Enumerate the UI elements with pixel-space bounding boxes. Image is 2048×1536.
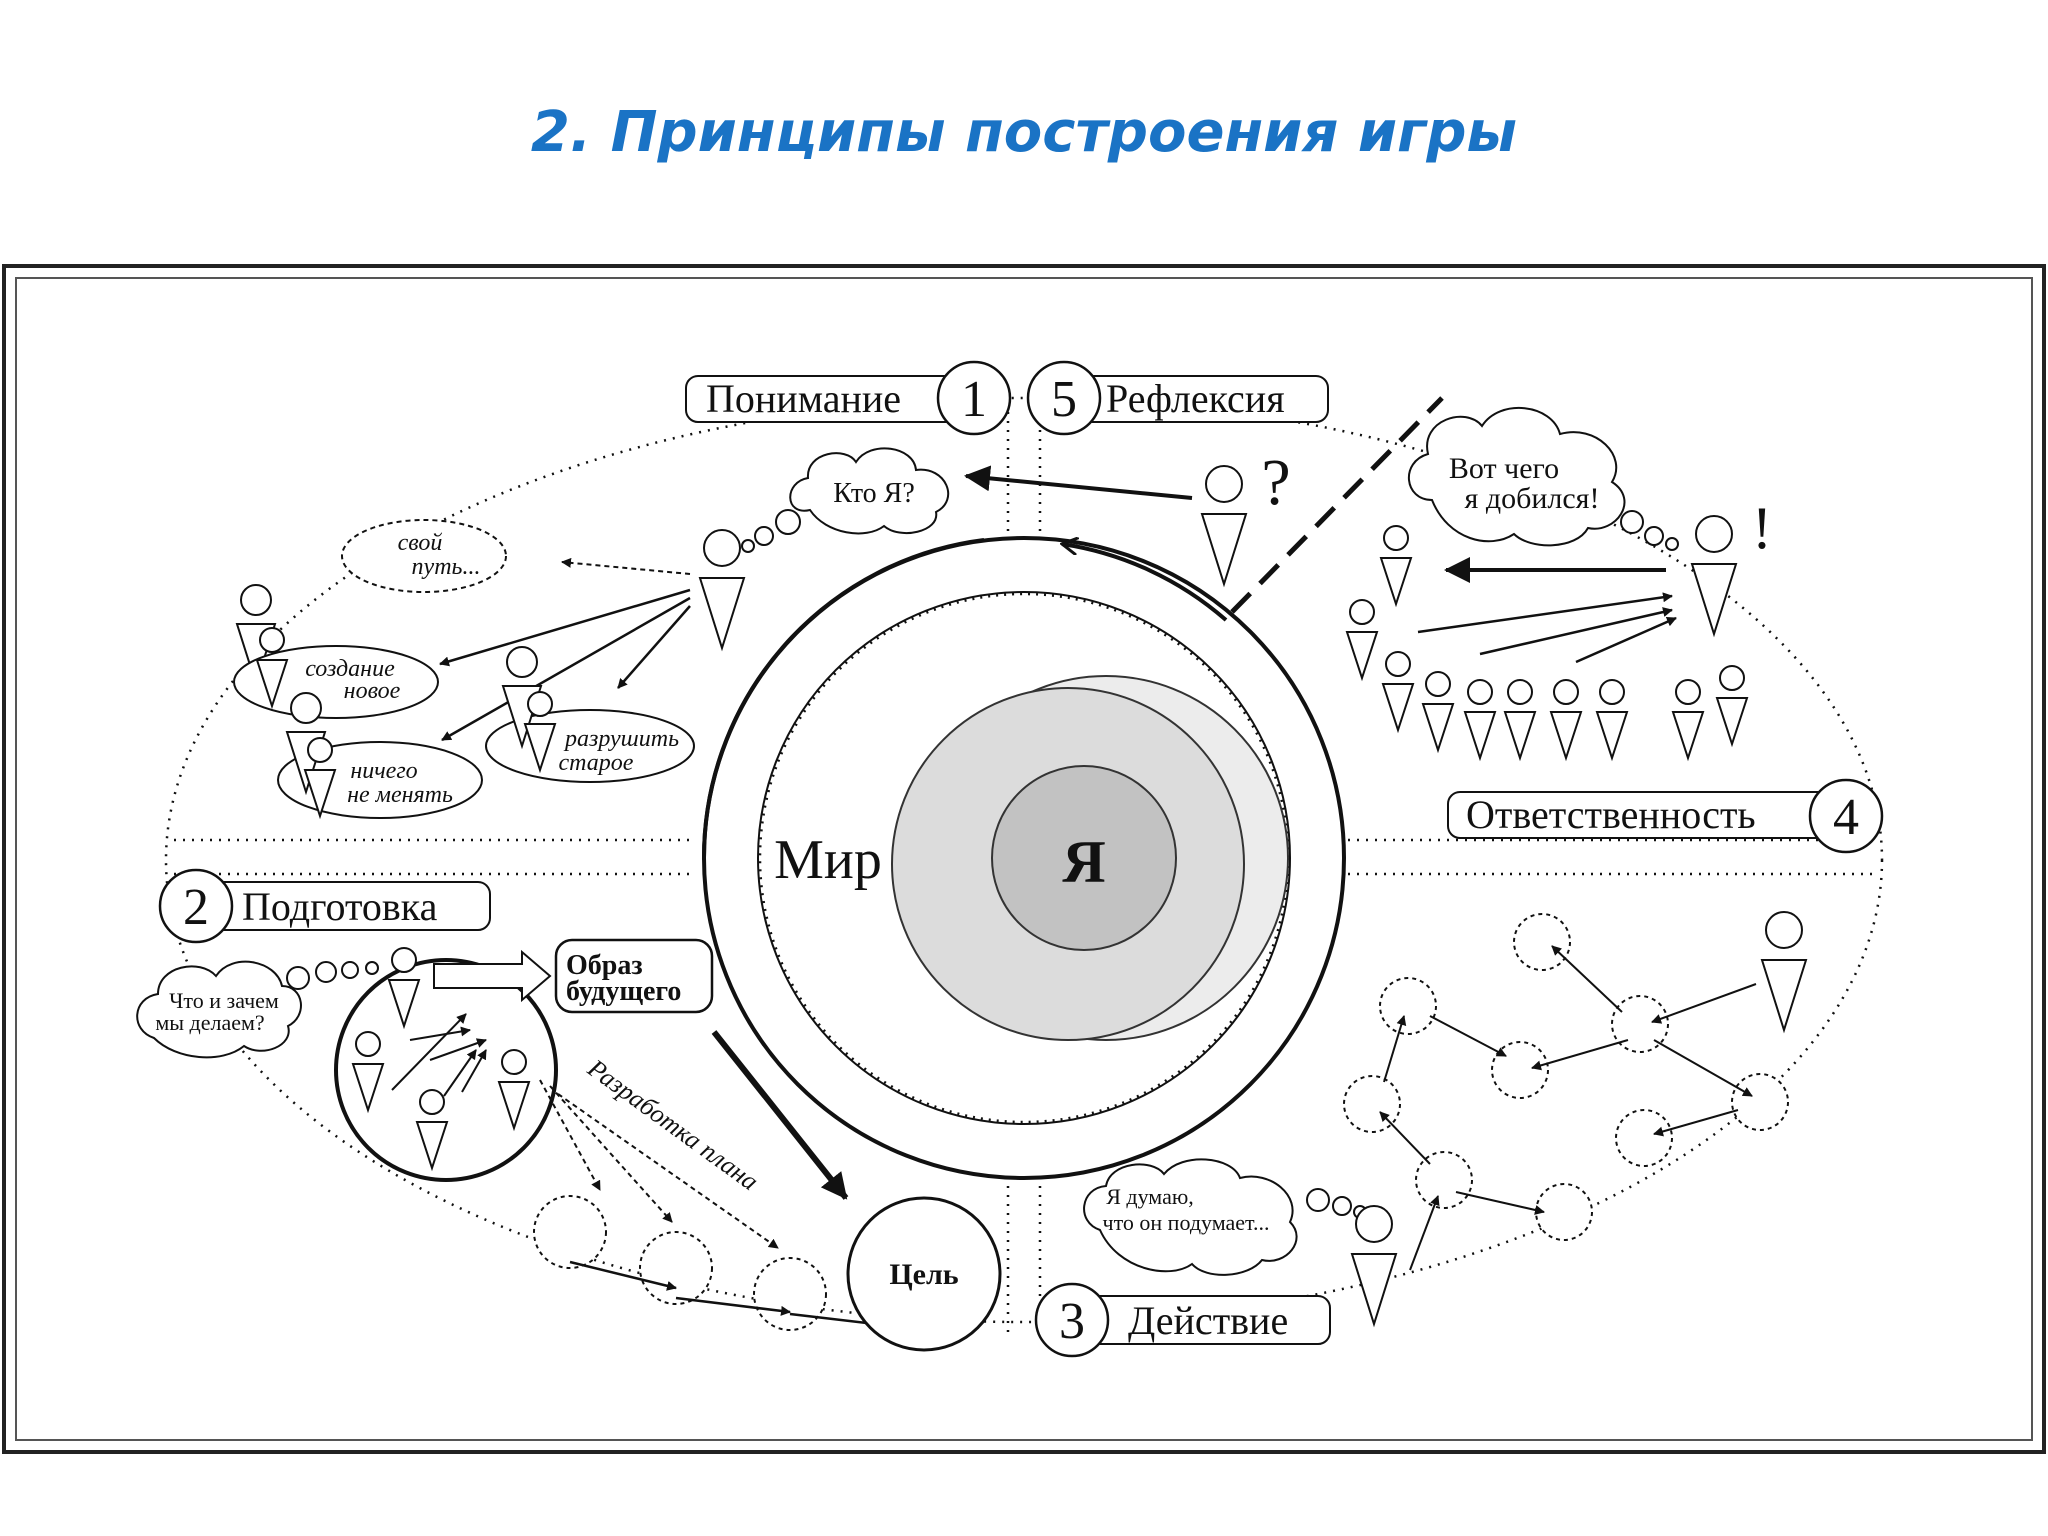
group-person xyxy=(1596,679,1628,759)
stage-2-preparation: 2 Подготовка xyxy=(158,868,491,944)
stage-4-number: 4 xyxy=(1833,789,1859,846)
stage-2-label: Подготовка xyxy=(242,884,438,929)
world-label: Мир xyxy=(774,829,882,891)
network-nodes xyxy=(1343,913,1789,1241)
future-image-block-arrow xyxy=(433,949,552,1003)
goal-circle xyxy=(846,1196,1002,1352)
group-person xyxy=(1382,651,1414,731)
achieved-line-2: я добился! xyxy=(1465,482,1600,515)
team-arrows xyxy=(391,1013,487,1097)
change-nothing-bubble xyxy=(277,741,483,819)
future-image-line-2: будущего xyxy=(566,976,681,1007)
who-am-i-text: Кто Я? xyxy=(833,478,915,509)
stage-3-action: 3 Действие xyxy=(1034,1282,1331,1358)
exclamation-mark: ! xyxy=(1752,495,1772,561)
outer-frame xyxy=(2,264,2046,1454)
thinking-person xyxy=(699,529,745,649)
question-mark: ? xyxy=(1261,446,1290,519)
group-arrow-1 xyxy=(1417,592,1673,634)
i-think-cloud xyxy=(1083,1158,1367,1276)
group-person xyxy=(1346,599,1378,679)
group-person xyxy=(1716,665,1748,745)
plan-step-circle xyxy=(639,1231,713,1305)
stage-1-understanding: Понимание 1 xyxy=(685,360,1012,436)
stage-2-number: 2 xyxy=(183,879,209,936)
plan-dashed-arrows xyxy=(539,1079,779,1249)
reflection-dashed-line xyxy=(1230,396,1444,614)
own-path-line-2: путь... xyxy=(412,554,481,580)
slide-title: 2. Принципы построения игры xyxy=(530,100,1518,165)
group-person xyxy=(1422,671,1454,751)
plan-step-circle xyxy=(753,1257,827,1331)
group-person xyxy=(1504,679,1536,759)
reflecting-person xyxy=(1201,465,1247,585)
change-nothing-line-2: не менять xyxy=(347,782,453,808)
plan-step-circle xyxy=(533,1195,607,1269)
inner-frame xyxy=(15,277,2033,1441)
team-person xyxy=(388,947,420,1027)
stage-1-number: 1 xyxy=(961,371,987,428)
stage-5-number: 5 xyxy=(1051,371,1077,428)
arrow-create-new xyxy=(439,588,691,667)
achieved-cloud xyxy=(1408,406,1679,551)
stage-1-label: Понимание xyxy=(706,376,901,421)
stage-3-number: 3 xyxy=(1059,1293,1085,1350)
top-left-arc-arrow xyxy=(701,538,985,861)
group-arrow-2 xyxy=(1479,607,1673,656)
future-image-line-1: Образ xyxy=(566,950,643,981)
team-person xyxy=(416,1089,448,1169)
stage-5-label: Рефлексия xyxy=(1106,376,1285,421)
group-person xyxy=(1380,525,1412,605)
own-path-line-1: свой xyxy=(398,530,443,556)
future-image-box xyxy=(554,938,714,1014)
top-right-arc-arrow xyxy=(1062,544,1228,622)
dotted-ellipse xyxy=(164,396,1884,1324)
network-arrows xyxy=(1379,945,1757,1271)
arrow-destroy-old xyxy=(617,605,691,689)
destroy-old-line-1: разрушить xyxy=(563,726,679,752)
goal-big-arrow xyxy=(711,1030,849,1200)
group-arrow-3 xyxy=(1575,616,1677,664)
who-am-i-cloud xyxy=(741,447,949,553)
group-person xyxy=(1464,679,1496,759)
create-new-line-2: новое xyxy=(344,678,401,704)
goal-label: Цель xyxy=(889,1258,958,1291)
i-think-line-1: Я думаю, xyxy=(1106,1184,1194,1209)
self-label: Я xyxy=(1062,829,1105,895)
destroy-old-line-2: старое xyxy=(559,750,634,776)
arrow-change-nothing xyxy=(441,596,691,742)
arrow-own-path xyxy=(561,557,691,575)
stage-4-responsibility: Ответственность 4 xyxy=(1447,778,1884,854)
team-person xyxy=(498,1049,530,1129)
stage-3-label: Действие xyxy=(1128,1298,1288,1343)
why-what-cloud xyxy=(136,960,379,1059)
why-what-line-2: мы делаем? xyxy=(155,1010,264,1035)
group-person xyxy=(1672,679,1704,759)
network-person xyxy=(1761,911,1807,1031)
achieved-line-1: Вот чего xyxy=(1449,452,1559,485)
leader-person xyxy=(1691,515,1737,635)
own-path-bubble xyxy=(341,519,507,593)
i-think-line-2: что он подумает... xyxy=(1103,1210,1270,1235)
core-circle xyxy=(991,765,1177,951)
stage-5-reflection: 5 Рефлексия xyxy=(1026,360,1329,436)
team-person xyxy=(352,1031,384,1111)
stage-4-label: Ответственность xyxy=(1466,792,1756,837)
plan-step-arrows xyxy=(569,1260,893,1330)
plan-label: Разработка плана xyxy=(582,1053,764,1196)
why-what-line-1: Что и зачем xyxy=(169,988,279,1013)
create-new-line-1: создание xyxy=(305,656,395,682)
team-circle xyxy=(334,958,558,1182)
group-person xyxy=(1550,679,1582,759)
change-nothing-line-1: ничего xyxy=(350,758,417,784)
central-circles xyxy=(702,536,1346,1180)
action-person xyxy=(1351,1205,1397,1325)
reflection-to-who-arrow xyxy=(964,465,1193,500)
